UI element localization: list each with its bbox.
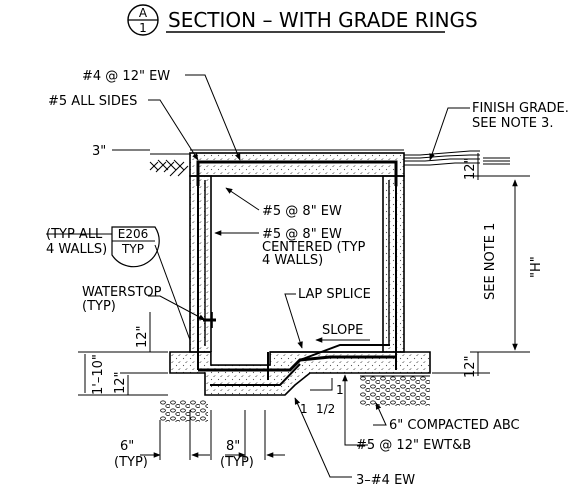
label-height: "H" (529, 256, 544, 278)
slope-ratio: 1 1 1/2 (300, 378, 344, 416)
label-typ-all-1: (TYP ALL (46, 227, 103, 242)
label-lap-splice: LAP SPLICE (298, 287, 371, 302)
detail-ref-sheet: E206 (118, 227, 149, 241)
label-centered-3: 4 WALLS) (262, 253, 323, 268)
left-wall (189, 175, 212, 353)
label-waterstop-2: (TYP) (82, 299, 116, 314)
label-centered-2: CENTERED (TYP (262, 240, 366, 255)
rebar (196, 160, 398, 386)
label-bottom-bars: 3–#4 EW (356, 473, 415, 486)
label-see-note: SEE NOTE 1 (483, 223, 498, 300)
label-waterstop-1: WATERSTOP (82, 285, 162, 300)
label-centered-1: #5 @ 8" EW (262, 227, 342, 242)
detail-reference: E206 TYP (111, 226, 160, 268)
bubble-letter: A (139, 6, 148, 20)
label-finish-grade-1: FINISH GRADE. (472, 101, 569, 116)
slope-run-1: 1 (300, 402, 308, 416)
label-dim-1-10: 1'–10" (91, 354, 106, 395)
top-slab (189, 152, 405, 177)
label-all-sides: #5 ALL SIDES (48, 94, 137, 109)
label-wall-rebar: #5 @ 8" EW (262, 204, 342, 219)
detail-ref-typ: TYP (121, 242, 144, 256)
label-dim-6-typ: (TYP) (114, 455, 148, 470)
gravel-left (160, 400, 208, 422)
label-slope: SLOPE (322, 323, 363, 338)
finish-grade-lines (404, 150, 510, 166)
leaders (46, 74, 470, 478)
label-compacted: 6" COMPACTED ABC (389, 418, 520, 433)
vault-structure (169, 149, 431, 396)
bubble-number: 1 (139, 21, 147, 35)
gravel-right (360, 376, 430, 406)
label-dim-12-top: 12" (463, 157, 478, 180)
right-wall (382, 175, 405, 353)
label-typ-all-2: 4 WALLS) (46, 242, 107, 257)
slope-rise: 1 (336, 383, 344, 397)
ground-left (149, 153, 190, 177)
label-top-rebar: #4 @ 12" EW (82, 69, 170, 84)
label-dim-12-bottom: 12" (463, 355, 478, 378)
title-block: A 1 SECTION – WITH GRADE RINGS (127, 4, 478, 36)
labels: #4 @ 12" EW #5 ALL SIDES 3" FINISH GRADE… (46, 69, 569, 486)
label-dim-8-typ: (TYP) (220, 455, 254, 470)
section-title: SECTION – WITH GRADE RINGS (168, 8, 478, 32)
label-dim-12-left-a: 12" (135, 325, 150, 348)
label-dim-12-left-b: 12" (113, 371, 128, 394)
label-dim-8: 8" (226, 439, 240, 454)
label-dim-6: 6" (120, 439, 134, 454)
label-finish-grade-2: SEE NOTE 3. (472, 116, 553, 131)
label-bottom-rebar: #5 @ 12" EWT&B (356, 438, 471, 453)
slope-run-2: 1/2 (316, 402, 335, 416)
dimensions (78, 153, 530, 460)
label-cover: 3" (92, 144, 106, 159)
